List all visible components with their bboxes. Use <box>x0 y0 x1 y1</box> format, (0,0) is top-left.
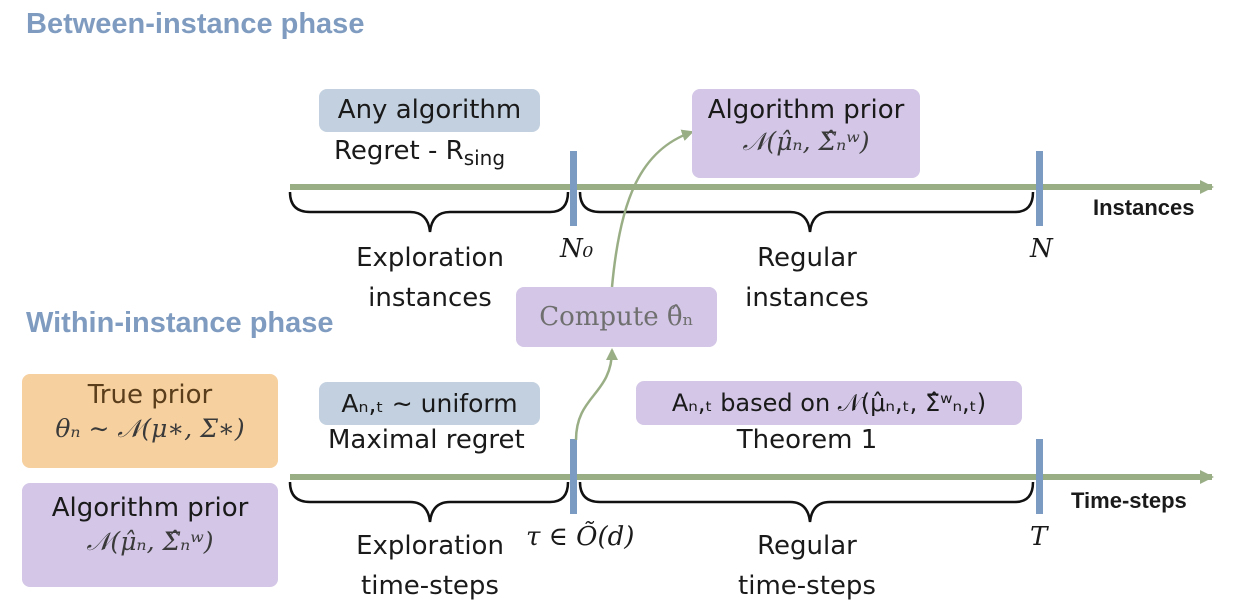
exploration-word: Exploration <box>356 243 504 273</box>
tau-label: τ ∈ Õ(d) <box>526 522 635 552</box>
compute-theta-box: Compute θ̂ₙ <box>516 287 717 347</box>
time-steps-axis-label: Time-steps <box>1071 488 1187 513</box>
t-label: T <box>1030 522 1048 552</box>
any-algorithm-box: Any algorithm <box>319 89 540 132</box>
regular-word: Regular <box>757 243 857 273</box>
time-steps-word: time-steps <box>361 571 499 601</box>
within-instance-heading: Within-instance phase <box>26 307 334 339</box>
brace-exploration-instances <box>288 191 570 233</box>
n0-label: N₀ <box>560 234 594 264</box>
regret-subscript: sing <box>463 146 506 171</box>
instances-axis-label: Instances <box>1093 195 1195 220</box>
regular-instances-word: instances <box>745 283 869 313</box>
true-prior-formula: θₙ ∼ 𝒩(μ∗, Σ∗) <box>55 414 245 443</box>
algorithm-prior-formula-top: 𝒩(μ̂ₙ, Σ̂ₙʷ) <box>742 127 870 156</box>
theorem-label: Theorem 1 <box>736 425 878 455</box>
tick-tau <box>570 439 577 514</box>
regret-text: Regret - R <box>334 136 464 166</box>
regular-instances-label: Regular instances <box>717 238 897 318</box>
algorithm-prior-box-top: Algorithm prior 𝒩(μ̂ₙ, Σ̂ₙʷ) <box>692 89 920 178</box>
curve-arrow-to-prior <box>610 129 694 288</box>
true-prior-box: True prior θₙ ∼ 𝒩(μ∗, Σ∗) <box>22 374 278 468</box>
exploration-instances-label: Exploration instances <box>340 238 520 318</box>
tick-t <box>1036 439 1043 514</box>
algorithm-prior-box-bottom: Algorithm prior 𝒩(μ̂ₙ, Σ̂ₙʷ) <box>22 483 278 587</box>
exploration-time-steps-label: Exploration time-steps <box>340 526 520 606</box>
based-on-label: Aₙ,ₜ based on 𝒩(μ̂ₙ,ₜ, Σ̂ʷₙ,ₜ) <box>671 389 987 417</box>
algorithm-prior-title-top: Algorithm prior <box>707 95 905 125</box>
between-instance-heading: Between-instance phase <box>26 8 365 40</box>
compute-theta-label: Compute θ̂ₙ <box>539 302 694 332</box>
tick-n0 <box>570 151 577 226</box>
uniform-label: Aₙ,ₜ ∼ uniform <box>341 389 518 418</box>
uniform-box: Aₙ,ₜ ∼ uniform <box>319 382 540 425</box>
n-label: N <box>1030 234 1053 264</box>
tick-n <box>1036 151 1043 226</box>
brace-regular-time-steps <box>578 481 1035 523</box>
algorithm-prior-formula-bottom: 𝒩(μ̂ₙ, Σ̂ₙʷ) <box>86 527 214 556</box>
curve-arrow-to-compute <box>574 348 618 441</box>
true-prior-title: True prior <box>87 380 213 410</box>
regular-time-steps-label: Regular time-steps <box>717 526 897 606</box>
any-algorithm-label: Any algorithm <box>337 95 522 125</box>
exploration-word-bottom: Exploration <box>356 531 504 561</box>
based-on-box: Aₙ,ₜ based on 𝒩(μ̂ₙ,ₜ, Σ̂ʷₙ,ₜ) <box>636 381 1022 425</box>
brace-exploration-time-steps <box>288 481 570 523</box>
regret-label: Regret - Rsing <box>334 136 505 170</box>
brace-regular-instances <box>578 191 1035 233</box>
regular-time-steps-word: time-steps <box>738 571 876 601</box>
algorithm-prior-title-bottom: Algorithm prior <box>51 493 249 523</box>
instances-word: instances <box>368 283 492 313</box>
regular-word-bottom: Regular <box>757 531 857 561</box>
maximal-regret-label: Maximal regret <box>328 425 525 455</box>
